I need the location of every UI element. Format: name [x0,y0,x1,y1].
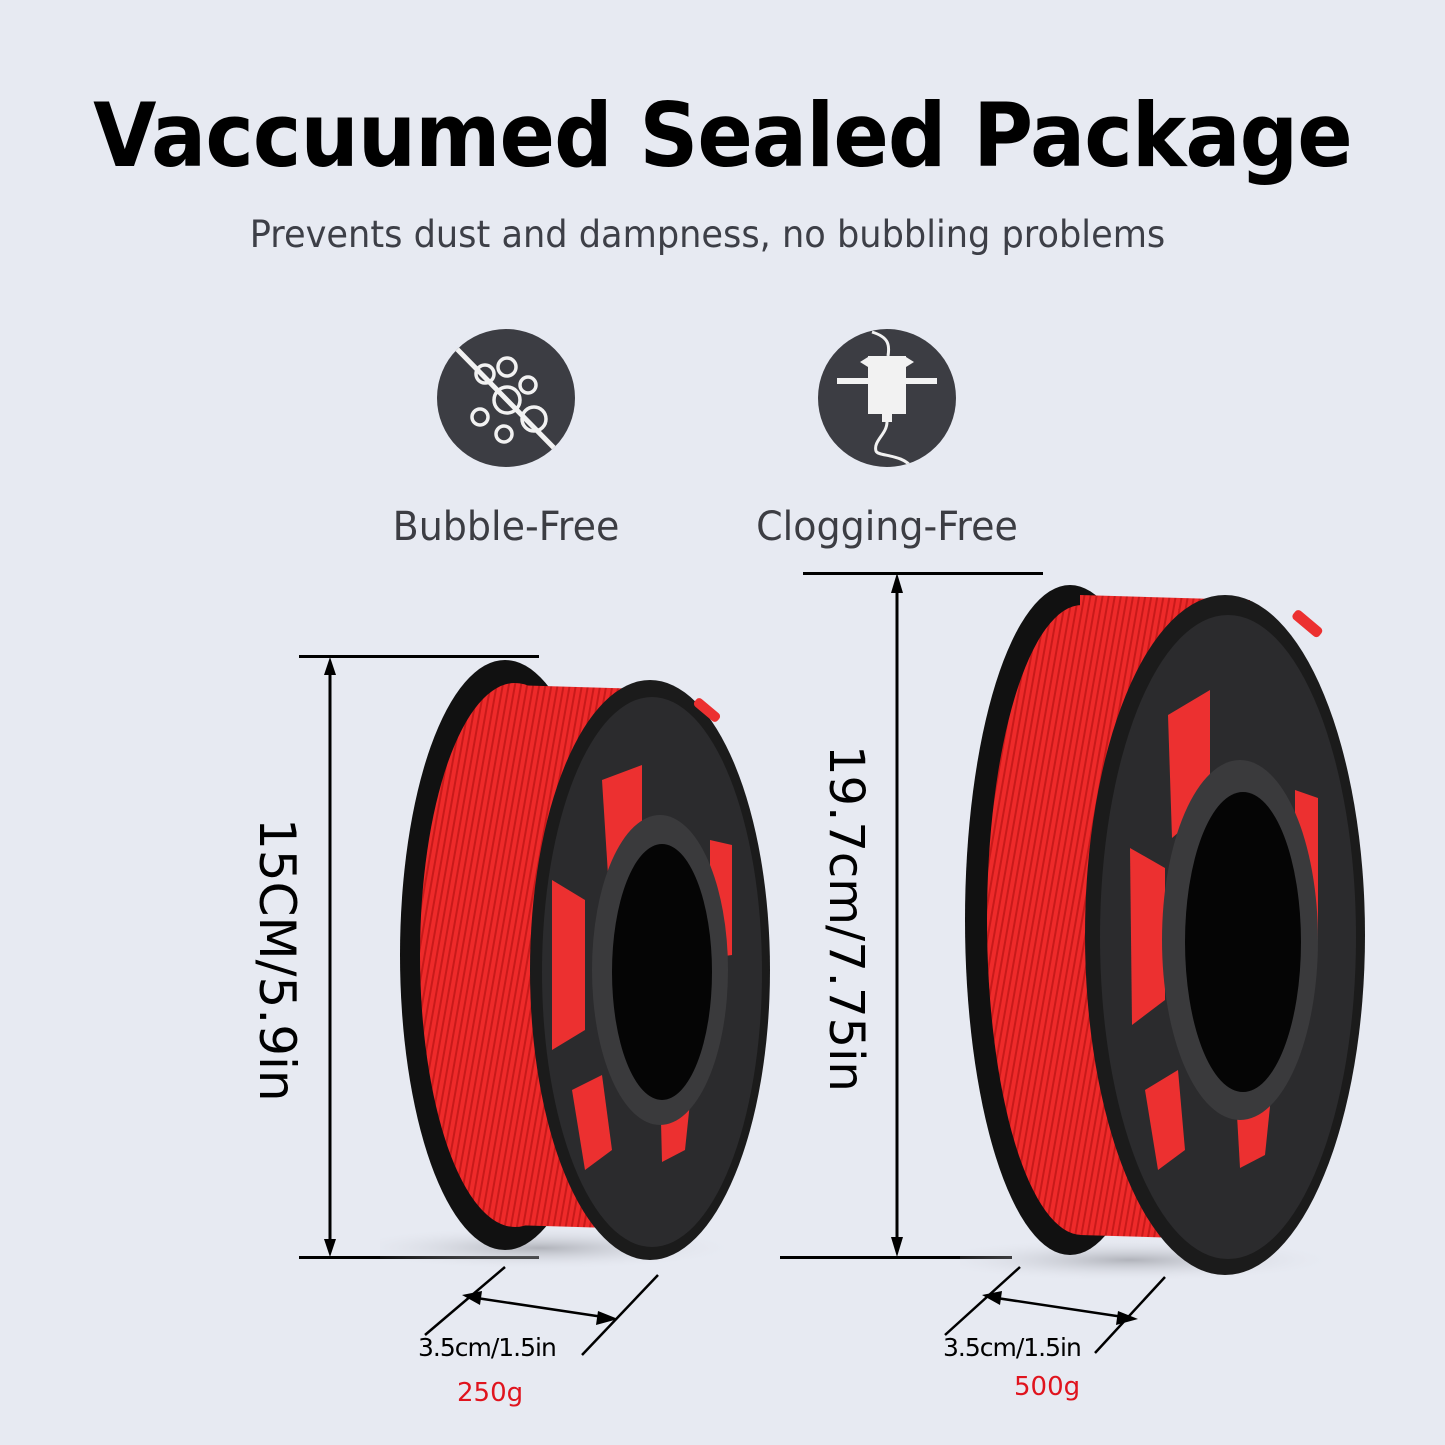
large-spool-image [960,585,1365,1280]
large-spool-weight-label: 500g [1014,1372,1081,1402]
page-title: Vaccuumed Sealed Package [93,84,1353,187]
height-arrow [891,573,903,1257]
clogging-free-icon [818,329,956,467]
small-spool-width-arrow [424,1266,659,1356]
feature-label: Clogging-Free [756,504,1018,550]
feature-label: Bubble-Free [392,504,620,550]
large-spool-width-arrow [944,1266,1166,1354]
feature-clogging-free: Clogging-Free [737,329,1037,547]
small-spool-weight-label: 250g [457,1378,524,1408]
top-dimension-line [803,572,1043,575]
bottom-dimension-line [780,1256,1012,1259]
top-dimension-line [299,655,539,658]
large-spool-width-label: 3.5cm/1.5in [943,1333,1082,1362]
height-arrow [324,657,336,1257]
page-subtitle: Prevents dust and dampness, no bubbling … [249,213,1166,256]
small-spool-width-label: 3.5cm/1.5in [418,1333,557,1362]
small-spool-height-label: 15CM/5.9in [248,818,306,1102]
feature-bubble-free: Bubble-Free [356,329,656,547]
small-spool-image [380,660,770,1270]
large-spool-height-label: 19.7cm/7.75in [818,745,874,1092]
bubble-free-icon [437,329,575,467]
